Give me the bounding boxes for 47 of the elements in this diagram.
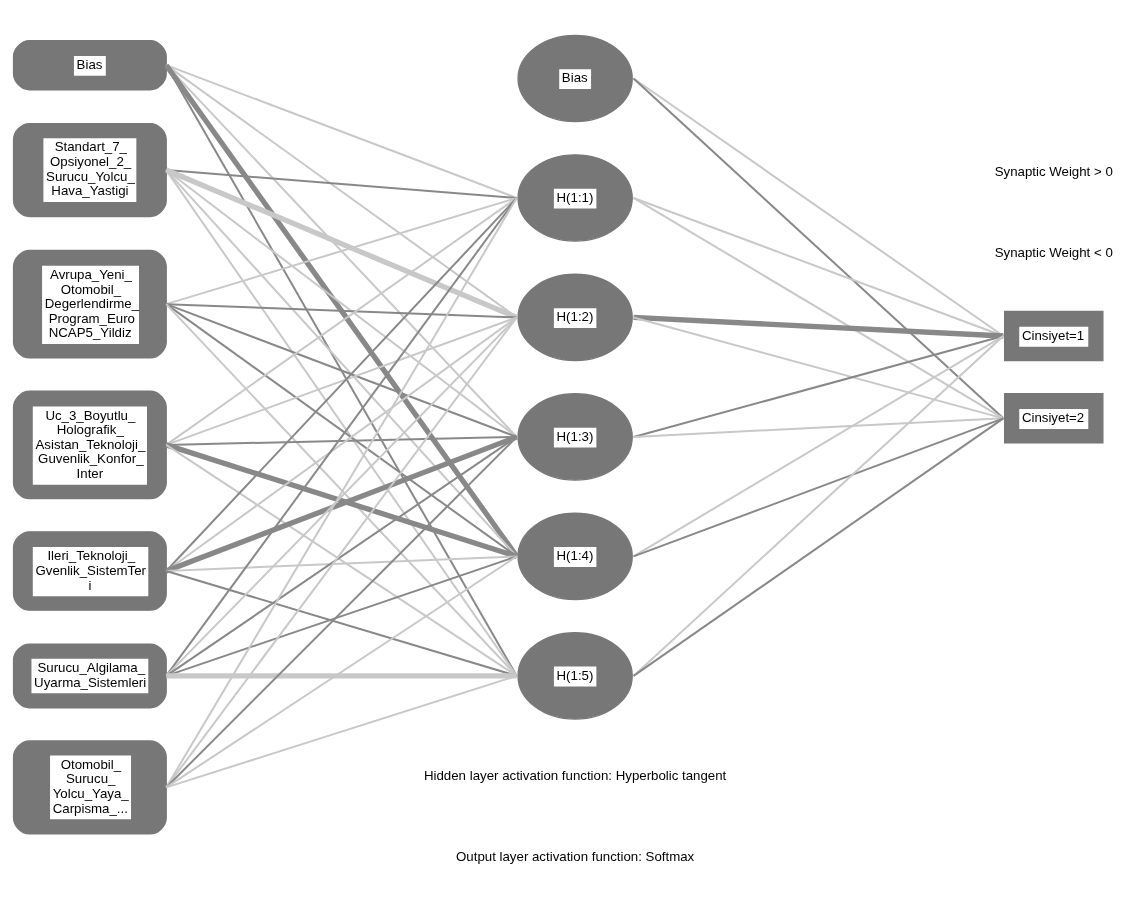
node-ellipse: Bias	[517, 34, 633, 122]
node-ellipse: H(1:5)	[517, 631, 633, 720]
connector	[632, 334, 1005, 677]
connector	[165, 433, 518, 573]
node-box: Cinsiyet=2	[1003, 392, 1104, 444]
node-box: Surucu_Algilama_ Uyarma_Sistemleri	[12, 642, 167, 708]
connector	[632, 416, 1005, 557]
connector	[633, 314, 1004, 339]
connector	[165, 302, 518, 318]
connector	[165, 674, 518, 788]
connector	[632, 315, 1005, 419]
connector	[165, 315, 518, 788]
connector	[165, 63, 518, 438]
node-ellipse: H(1:3)	[517, 392, 633, 481]
connector	[165, 63, 518, 677]
node-ellipse: H(1:2)	[517, 273, 633, 361]
connector	[165, 441, 518, 559]
node-ellipse: H(1:4)	[517, 512, 633, 600]
connector	[632, 334, 1005, 438]
node-box: Uc_3_Boyutlu_ Holografik_ Asistan_Teknoloji_ Guvenlik_Konfor_ Inter	[12, 389, 167, 499]
connector	[165, 63, 518, 199]
connector	[165, 435, 518, 788]
node-box: Avrupa_Yeni_ Otomobil_ Degerlendirme_ Program_Euro NCAP5_Yildiz	[12, 249, 167, 359]
connector	[632, 196, 1005, 419]
connector	[165, 554, 518, 788]
node-box: Cinsiyet=1	[1003, 310, 1104, 361]
connector	[165, 196, 518, 305]
node-box: Ileri_Teknoloji_ Gvenlik_SistemTer i	[12, 530, 167, 611]
node-box: Otomobil_ Surucu_ Yolcu_Yaya_ Carpisma_...	[12, 739, 167, 835]
connector	[165, 167, 518, 320]
node-box: Standart_7_ Opsiyonel_2_ Surucu_Yolcu_ Hava_Yastigi	[12, 122, 167, 217]
connector	[165, 554, 518, 572]
connector	[632, 76, 1005, 337]
connector	[165, 196, 518, 788]
legend-label: Synaptic Weight > 0	[994, 163, 1113, 179]
label: Hidden layer activation function: Hyperbolic tangent	[423, 767, 727, 783]
connector	[632, 416, 1005, 677]
connector	[166, 672, 517, 679]
node-box: Bias	[12, 39, 167, 90]
legend-label: Synaptic Weight < 0	[994, 244, 1113, 260]
label: Output layer activation function: Softmax	[456, 848, 695, 864]
connector	[632, 334, 1005, 557]
connector	[632, 76, 1005, 419]
connector	[165, 63, 518, 318]
connector	[632, 196, 1005, 337]
node-ellipse: H(1:1)	[517, 153, 633, 242]
connector	[164, 63, 519, 558]
